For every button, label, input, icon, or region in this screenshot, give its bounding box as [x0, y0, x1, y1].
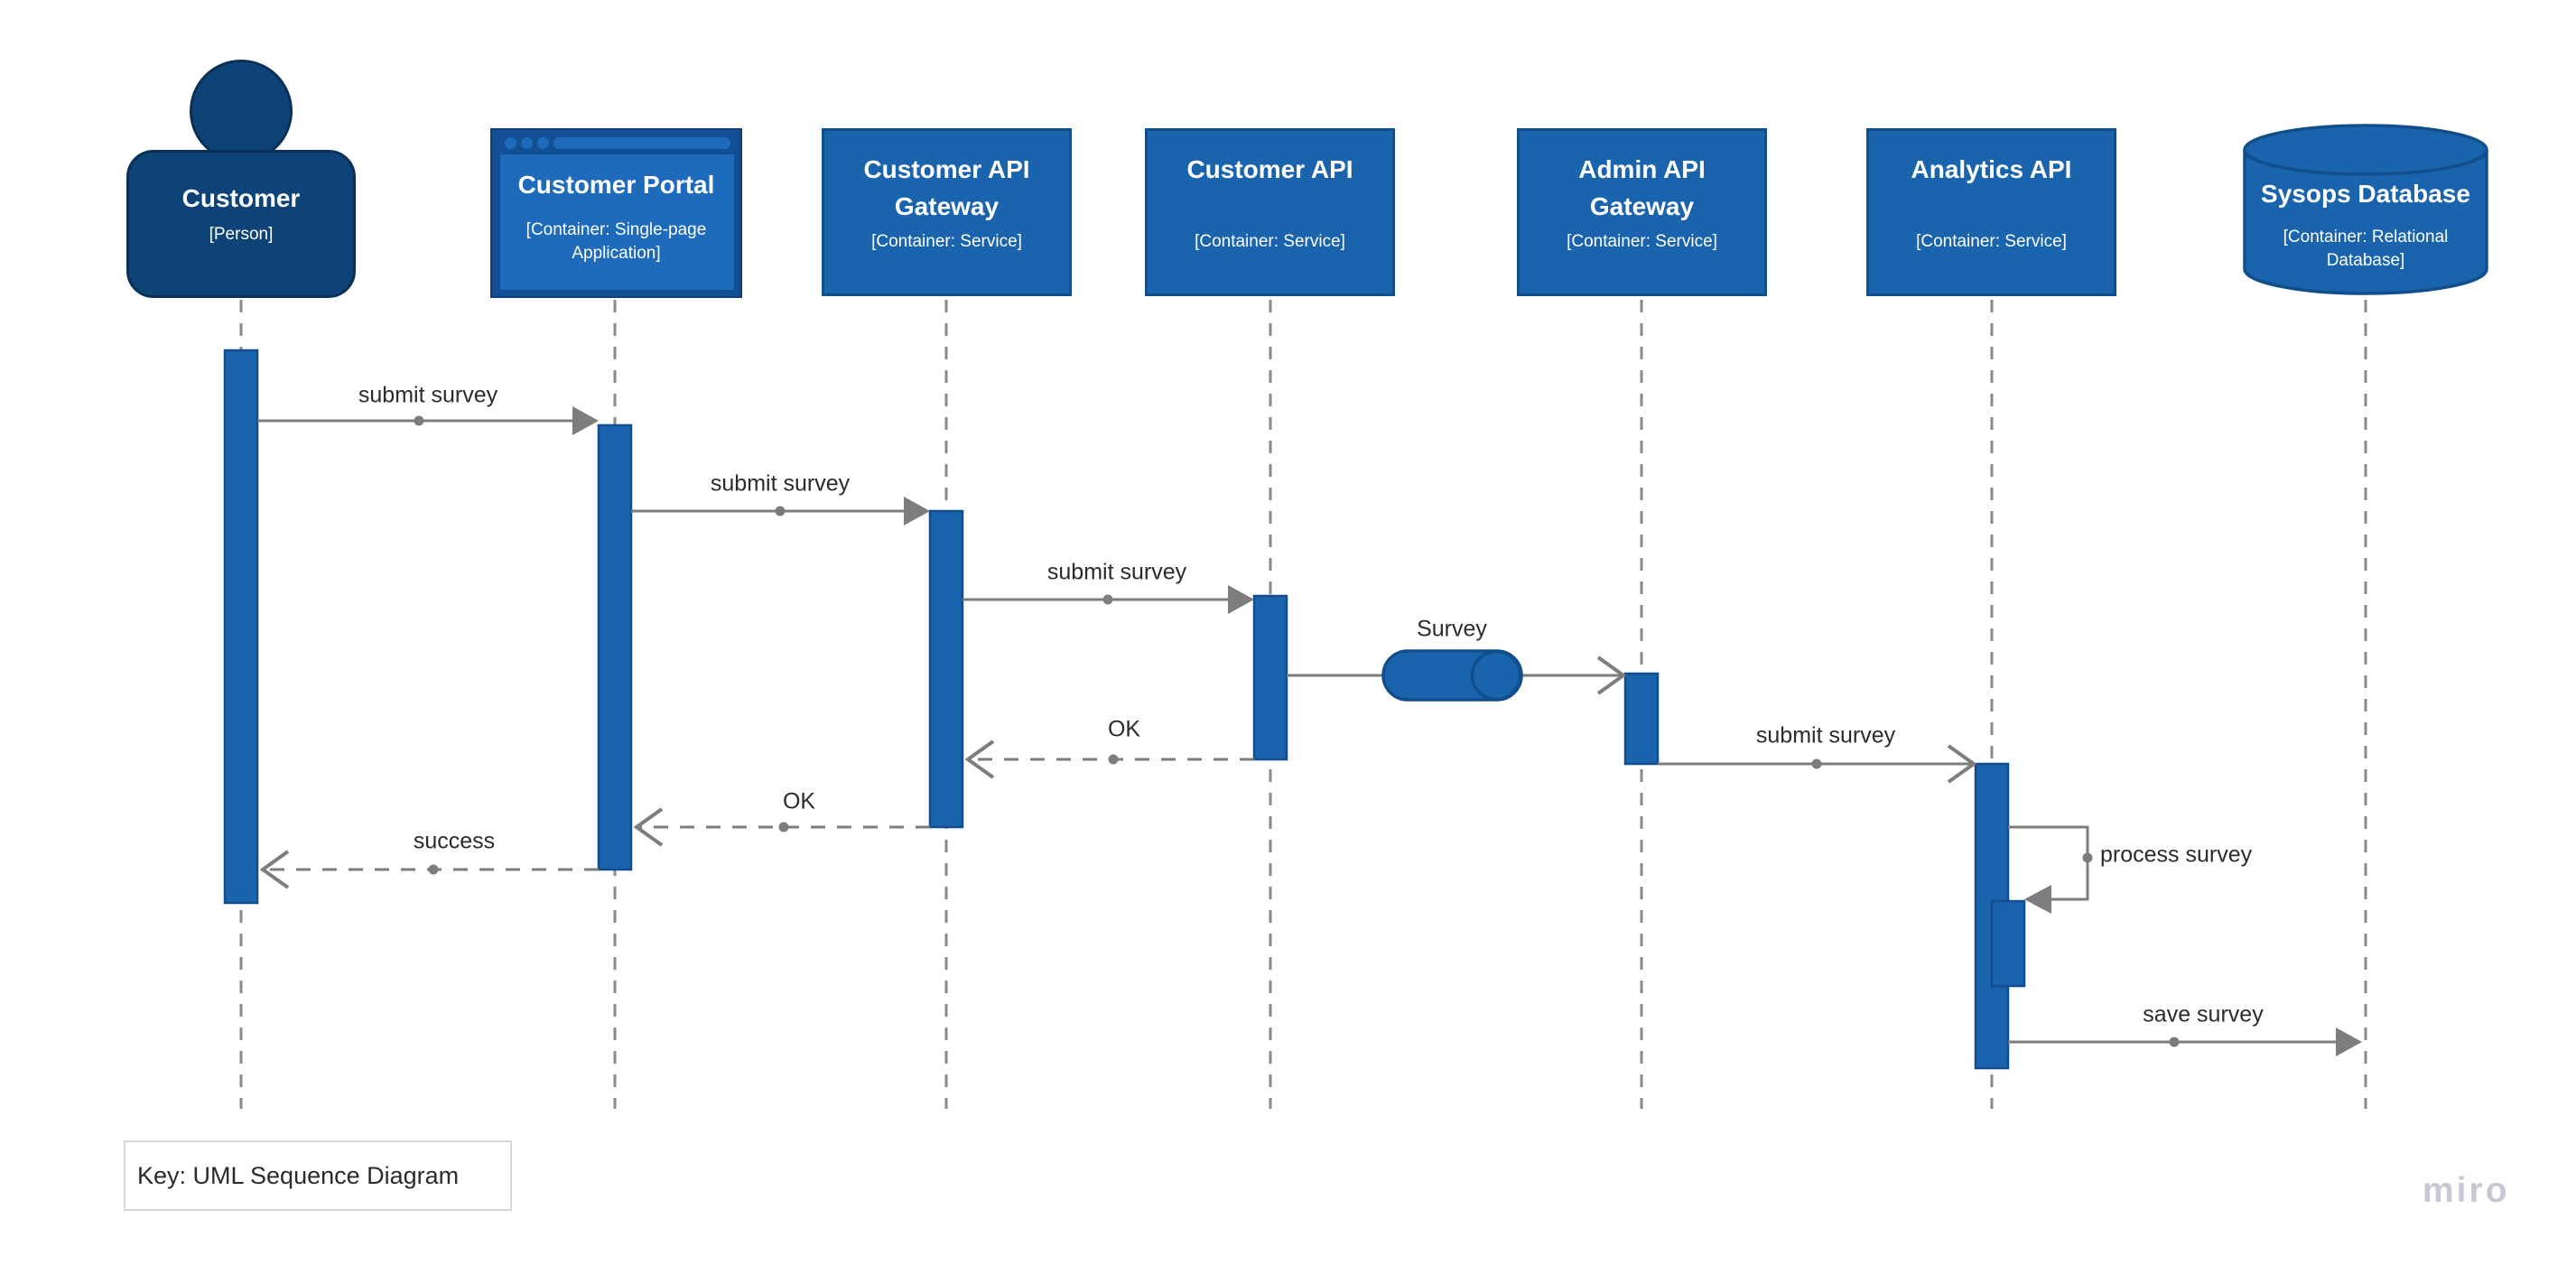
browser-content-area: [500, 154, 734, 290]
participant-name: Customer API: [1186, 155, 1353, 183]
person-body-shape: Customer [Person]: [126, 150, 356, 298]
message-label-survey[interactable]: Survey: [1417, 616, 1487, 642]
participant-customer-api[interactable]: Customer API [Container: Service]: [1145, 128, 1395, 296]
message-arrow-process-survey-self-call[interactable]: [2008, 825, 2093, 914]
participant-name: Customer: [181, 184, 301, 212]
message-arrow-survey-queue[interactable]: [1287, 649, 1627, 702]
participant-meta: [Container: Service]: [1916, 232, 2067, 251]
miro-watermark: miro: [2423, 1171, 2510, 1210]
message-label-success[interactable]: success: [413, 828, 496, 854]
activation-bar-customer-portal[interactable]: [597, 423, 633, 871]
message-arrow-ok-1[interactable]: [964, 739, 1254, 779]
participant-meta: [Container: Single-page Application]: [525, 220, 707, 263]
person-icon: [190, 60, 293, 163]
message-arrow-submit-survey-2[interactable]: [631, 497, 930, 526]
participant-customer[interactable]: Customer [Person]: [0, 0, 482, 307]
message-label-submit-survey-3[interactable]: submit survey: [1046, 559, 1187, 585]
message-label-ok-2[interactable]: OK: [782, 788, 816, 814]
participant-meta: [Container: Service]: [1567, 232, 1717, 251]
message-label-submit-survey-4[interactable]: submit survey: [1755, 722, 1896, 749]
participant-customer-api-gateway[interactable]: Customer API Gateway [Container: Service…: [822, 128, 1072, 296]
activation-bar-customer-api-gateway[interactable]: [928, 509, 964, 829]
message-arrow-submit-survey-3[interactable]: [963, 585, 1254, 614]
activation-bar-customer-api[interactable]: [1252, 594, 1288, 761]
participant-meta: [Container: Service]: [1195, 232, 1345, 251]
message-arrow-save-survey[interactable]: [2008, 1028, 2362, 1056]
participant-name: Analytics API: [1911, 155, 2072, 183]
participant-meta: [Container: Service]: [871, 232, 1022, 251]
browser-dot-icon: [521, 137, 533, 149]
browser-window-icon: Customer Portal [Container: Single-page …: [490, 128, 742, 298]
participant-meta: [Person]: [209, 225, 274, 244]
participant-name: Customer API Gateway: [863, 155, 1030, 220]
message-arrow-submit-survey-1[interactable]: [257, 406, 599, 435]
message-label-submit-survey-2[interactable]: submit survey: [710, 470, 851, 497]
browser-dot-icon: [505, 137, 516, 149]
message-arrow-success[interactable]: [259, 850, 599, 889]
message-label-submit-survey-1[interactable]: submit survey: [358, 382, 498, 408]
participant-analytics-api[interactable]: Analytics API [Container: Service]: [1866, 128, 2116, 296]
message-arrow-submit-survey-4[interactable]: [1658, 744, 1977, 784]
activation-bar-admin-api-gateway[interactable]: [1623, 672, 1660, 766]
queue-cylinder-icon: [1381, 649, 1523, 702]
message-arrow-ok-2[interactable]: [633, 807, 930, 847]
participant-admin-api-gateway[interactable]: Admin API Gateway [Container: Service]: [1517, 128, 1767, 296]
browser-dot-icon: [537, 137, 549, 149]
participant-sysops-database[interactable]: Sysops Database [Container: Relational D…: [2242, 121, 2489, 302]
participant-name: Customer Portal: [517, 171, 715, 199]
participant-customer-portal[interactable]: Customer Portal [Container: Single-page …: [0, 0, 749, 307]
participant-name: Sysops Database: [2261, 180, 2470, 208]
activation-bar-analytics-api-nested[interactable]: [1990, 899, 2026, 988]
diagram-key-box[interactable]: Key: UML Sequence Diagram: [124, 1140, 512, 1211]
browser-address-bar-icon: [553, 137, 730, 149]
activation-bar-customer[interactable]: [223, 349, 259, 905]
participant-name: Admin API Gateway: [1578, 155, 1706, 220]
participant-meta: [Container: Relational Database]: [2283, 228, 2449, 270]
database-cylinder-icon: [2243, 124, 2488, 295]
message-label-ok-1[interactable]: OK: [1107, 716, 1141, 742]
diagram-key-label: Key: UML Sequence Diagram: [137, 1161, 460, 1189]
message-label-save-survey[interactable]: save survey: [2143, 1001, 2264, 1028]
message-label-process-survey[interactable]: process survey: [2100, 842, 2253, 868]
